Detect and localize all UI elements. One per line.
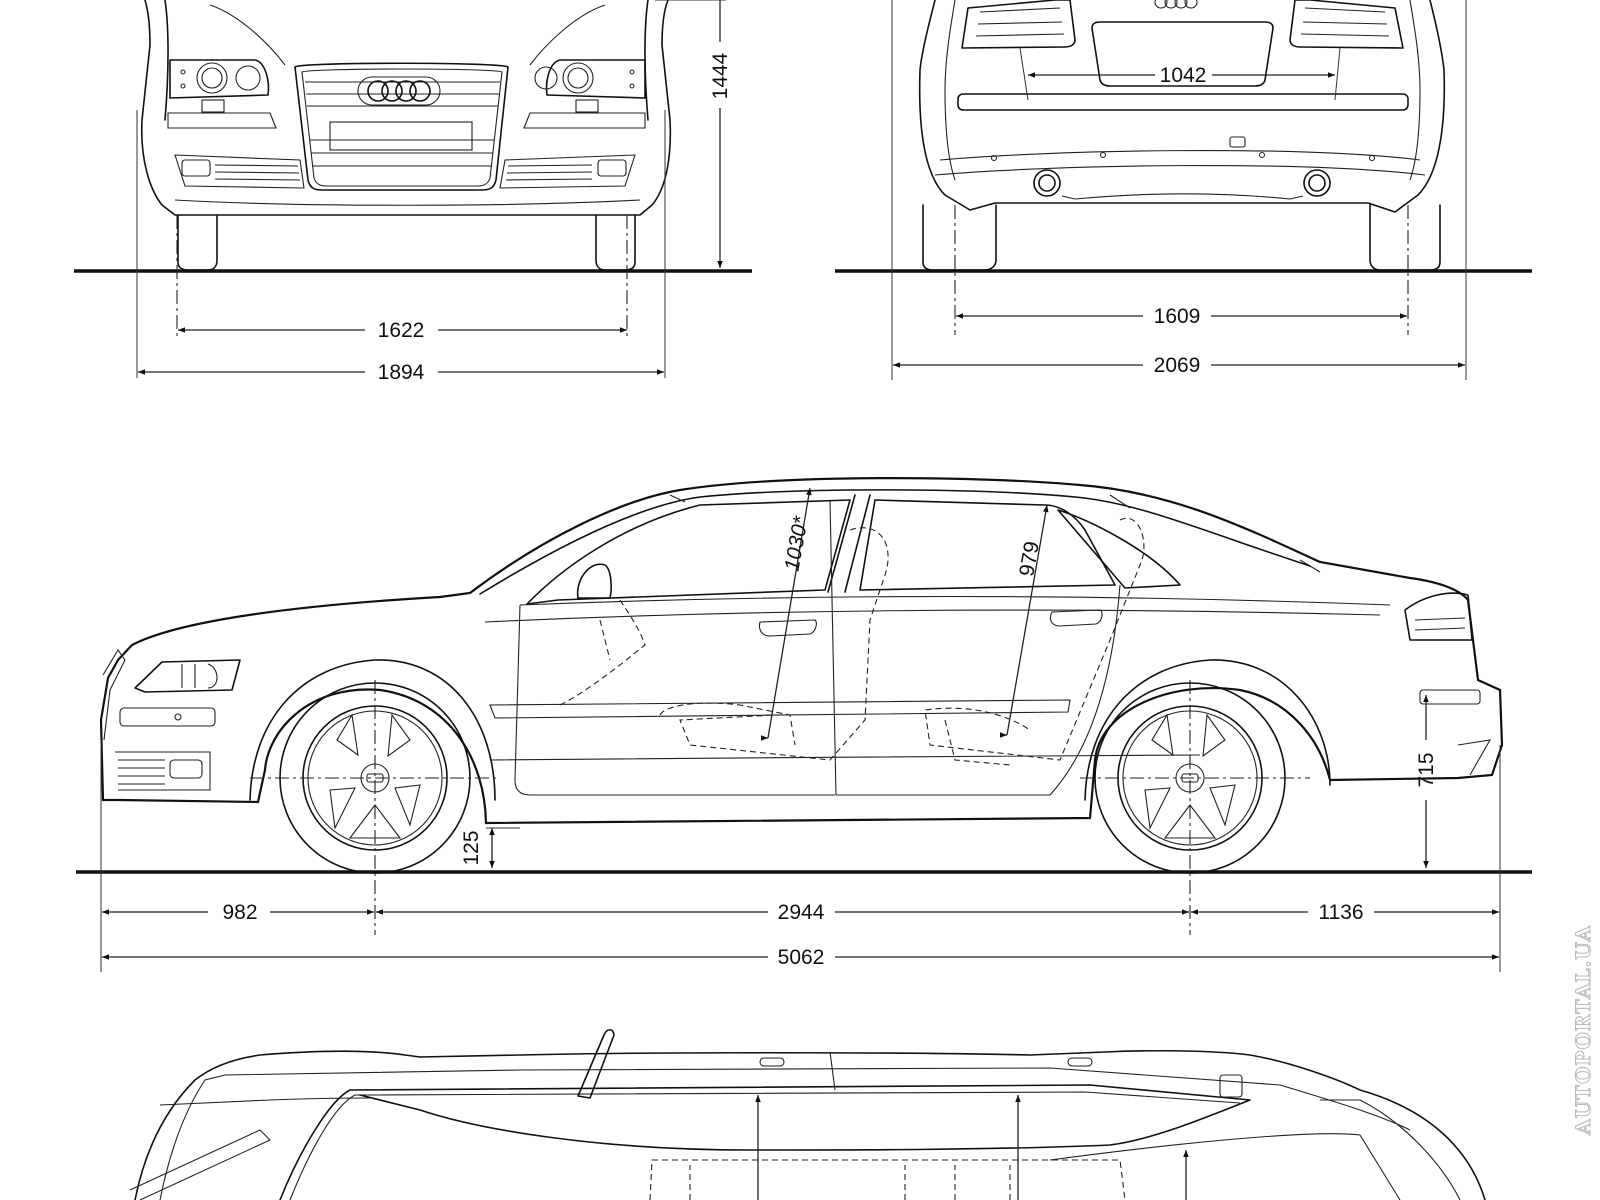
front-door-handle: [758, 619, 817, 637]
audi-rings-logo-rear: [1154, 0, 1198, 9]
front-left-headlight: [169, 59, 270, 99]
dim-rear-light-gap: 1042: [1160, 64, 1207, 87]
rear-view: 1042 1609 2069: [835, 0, 1532, 380]
side-mirror: [576, 563, 612, 599]
rear-body-outline: [918, 0, 1446, 213]
side-rear-window: [859, 499, 1116, 591]
top-antenna: [577, 1028, 615, 1099]
rear-plate-recess: [1091, 21, 1274, 87]
dim-width-mirrors: 2069: [1154, 354, 1201, 377]
side-quarter-window: [1057, 509, 1181, 589]
dim-wheelbase: 2944: [778, 901, 825, 924]
rear-exhaust-right: [1303, 169, 1331, 197]
dim-line-headroom-rear: [1006, 504, 1049, 736]
rear-door-handle: [1049, 609, 1103, 627]
watermark: AUTOPORTAL.UA: [1571, 925, 1595, 1136]
side-front-window: [526, 499, 851, 605]
dim-headroom-rear: 979: [1015, 540, 1044, 579]
top-view: [129, 1028, 1486, 1200]
audi-rings-logo-front: [357, 76, 441, 106]
rear-left-taillight: [961, 0, 1076, 49]
side-headlight: [134, 659, 241, 693]
front-right-tire: [595, 214, 636, 271]
rear-seat-outline: [924, 517, 1145, 761]
rear-right-tire: [1369, 204, 1441, 271]
front-body-outline: [140, 0, 672, 216]
dim-front-height: 1444: [709, 52, 732, 99]
dim-loading-height: 715: [1415, 752, 1438, 787]
rear-right-taillight: [1289, 0, 1404, 49]
dim-rear-overhang: 1136: [1318, 901, 1363, 924]
dim-ground-clearance: 125: [460, 830, 483, 865]
dim-rear-track: 1609: [1154, 305, 1201, 328]
front-seat-outline: [679, 527, 889, 761]
dim-headroom-front: 1030*: [781, 514, 813, 573]
dim-overall-length: 5062: [778, 946, 825, 969]
front-right-headlight: [534, 59, 646, 99]
side-front-vent: [115, 751, 211, 791]
rear-exhaust-left: [1033, 169, 1061, 197]
rear-left-tire: [922, 204, 997, 271]
top-body-outline: [134, 1049, 1486, 1200]
top-windshield-frame: [279, 1084, 1251, 1200]
dim-front-track: 1622: [378, 319, 425, 342]
rear-bumper-strip: [957, 93, 1409, 111]
dim-line-headroom-front: [767, 487, 812, 739]
front-left-fog-area: [174, 154, 305, 189]
side-taillight: [1404, 592, 1473, 641]
dim-body-width: 1894: [378, 361, 425, 384]
side-view: 1030* 979 125 715 982 2944 1136 5062: [76, 476, 1532, 972]
front-grille: [294, 62, 509, 191]
front-right-fog-area: [499, 154, 636, 189]
front-left-tire: [177, 214, 218, 271]
front-view: 1444 1622 1894: [74, 0, 752, 384]
dim-front-overhang: 982: [222, 901, 257, 924]
